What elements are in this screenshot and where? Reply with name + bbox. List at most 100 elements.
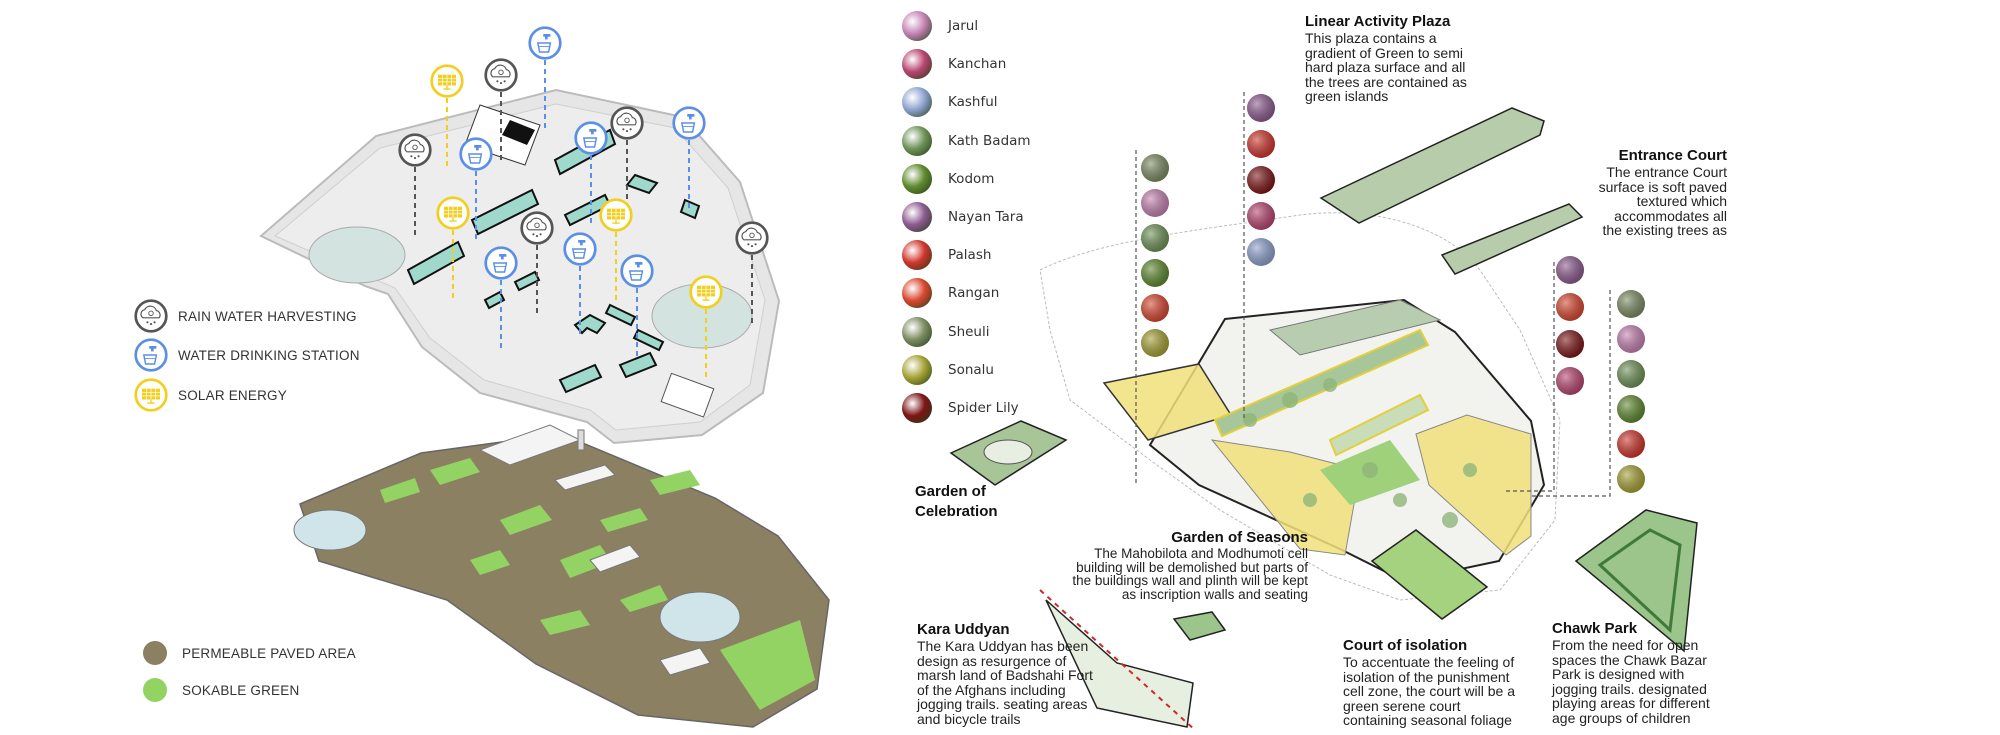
central-landscape-plan <box>949 92 1698 731</box>
rain-water-harvesting-icon <box>484 58 518 160</box>
flower-photo-shade <box>1617 290 1645 318</box>
color-swatch-icon <box>143 678 167 702</box>
solar-energy-icon <box>430 64 464 166</box>
flower-name: Sonalu <box>948 361 994 378</box>
note-title: Entrance Court <box>1618 147 1727 164</box>
flower-name: Kath Badam <box>948 132 1031 149</box>
solar-energy-icon <box>134 378 168 412</box>
flower-photo-icon <box>902 278 932 309</box>
flower-photo-icon <box>902 163 932 194</box>
note-title: Garden of Seasons <box>1171 529 1308 546</box>
flower-legend-item: Kodom <box>902 163 994 195</box>
surface-legend-item: PERMEABLE PAVED AREA <box>143 641 356 665</box>
note-title: Chawk Park <box>1552 620 1638 637</box>
note-chawk-park: Chawk Park From the need for open spaces… <box>1552 621 1710 725</box>
note-title: Linear Activity Plaza <box>1305 13 1451 30</box>
legend-label: WATER DRINKING STATION <box>178 347 360 363</box>
flower-photo-shade <box>1141 154 1169 182</box>
rain-water-harvesting-icon <box>735 221 769 323</box>
flower-photo-shade <box>1141 224 1169 252</box>
rain-water-harvesting-icon <box>610 106 644 208</box>
flower-name: Kashful <box>948 94 998 111</box>
water-drinking-station-icon <box>574 121 608 223</box>
water-drinking-station-icon <box>134 338 168 372</box>
flower-photo-icon <box>902 354 932 385</box>
flower-photo-shade <box>1141 189 1169 217</box>
flower-name: Sheuli <box>948 323 990 340</box>
water-drinking-station-icon <box>672 106 706 208</box>
legend-label: PERMEABLE PAVED AREA <box>182 645 356 661</box>
flower-photo-shade <box>1617 430 1645 458</box>
services-legend-item: SOLAR ENERGY <box>133 377 287 413</box>
flower-legend-item: Sonalu <box>902 354 994 386</box>
flower-photo-shade <box>1247 94 1275 122</box>
note-garden-of-seasons: Garden of Seasons The Mahobilota and Mod… <box>1072 530 1308 601</box>
flower-photo-shade <box>1617 325 1645 353</box>
flower-photo-shade <box>1247 166 1275 194</box>
flower-legend-item: Spider Lily <box>902 392 1019 424</box>
note-title: Garden of Celebration <box>915 483 998 520</box>
flower-photo-shade <box>1556 293 1584 321</box>
flower-name: Jarul <box>948 18 979 34</box>
flower-photo-shade <box>1617 395 1645 423</box>
note-title: Kara Uddyan <box>917 621 1010 638</box>
flower-photo-shade <box>1556 367 1584 395</box>
flower-photo-icon <box>902 49 932 80</box>
services-site-map <box>259 26 781 445</box>
flower-photo-icon <box>902 202 932 232</box>
flower-legend-item: Kashful <box>902 86 998 118</box>
note-linear-activity-plaza: Linear Activity Plaza This plaza contain… <box>1305 14 1467 104</box>
note-body: From the need for open spaces the Chawk … <box>1552 637 1710 726</box>
note-body: This plaza contains a gradient of Green … <box>1305 30 1467 104</box>
flower-photo-icon <box>902 125 932 156</box>
flower-columns <box>1141 94 1645 493</box>
note-court-of-isolation: Court of isolation To accentuate the fee… <box>1343 638 1515 728</box>
flower-name: Palash <box>948 247 992 264</box>
note-kara-uddyan: Kara Uddyan The Kara Uddyan has been des… <box>917 622 1093 726</box>
flower-name: Kanchan <box>948 56 1007 73</box>
flower-photo-shade <box>1141 259 1169 287</box>
flower-photo-shade <box>1141 294 1169 322</box>
flower-legend-item: Rangan <box>902 277 999 309</box>
flower-photo-shade <box>1617 360 1645 388</box>
flower-photo-icon <box>902 240 932 271</box>
flower-legend-item: Sheuli <box>902 316 990 348</box>
flower-legend-item: Kath Badam <box>902 125 1031 157</box>
water-drinking-station-icon <box>484 246 518 348</box>
service-pins <box>398 26 769 377</box>
solar-energy-icon <box>599 198 633 300</box>
note-title: Court of isolation <box>1343 637 1468 654</box>
legend-label: SOKABLE GREEN <box>182 682 300 698</box>
flower-photo-icon <box>902 393 932 423</box>
flower-photo-shade <box>1247 202 1275 230</box>
flower-photo-shade <box>1141 329 1169 357</box>
surface-legend-item: SOKABLE GREEN <box>143 678 299 702</box>
flower-legend-item: Palash <box>902 239 991 271</box>
flower-legend-item: Nayan Tara <box>902 201 1024 233</box>
water-drinking-station-icon <box>528 26 562 128</box>
flower-photo-icon <box>902 316 932 347</box>
legend-label: SOLAR ENERGY <box>178 387 287 403</box>
water-drinking-station-icon <box>563 232 597 334</box>
flower-photo-icon <box>902 87 932 118</box>
surface-site-map <box>293 424 830 728</box>
flower-name: Rangan <box>948 285 1000 302</box>
solar-energy-icon <box>689 275 723 377</box>
water-drinking-station-icon <box>459 137 493 239</box>
flower-photo-shade <box>1247 130 1275 158</box>
rain-water-harvesting-icon <box>398 133 432 235</box>
flower-photo-icon <box>902 11 932 41</box>
legend-label: RAIN WATER HARVESTING <box>178 308 357 324</box>
flower-photo-shade <box>1556 330 1584 358</box>
flower-photo-shade <box>1617 465 1645 493</box>
note-body: The Kara Uddyan has been design as resur… <box>917 638 1093 727</box>
note-body: The Mahobilota and Modhumoti cell buildi… <box>1072 546 1308 602</box>
flower-name: Spider Lily <box>948 400 1019 416</box>
flower-name: Nayan Tara <box>948 209 1024 225</box>
flower-photo-shade <box>1556 256 1584 284</box>
flower-legend-item: Jarul <box>902 10 978 42</box>
color-swatch-icon <box>143 641 167 665</box>
water-drinking-station-icon <box>620 254 654 356</box>
note-body: The entrance Court surface is soft paved… <box>1598 164 1727 238</box>
